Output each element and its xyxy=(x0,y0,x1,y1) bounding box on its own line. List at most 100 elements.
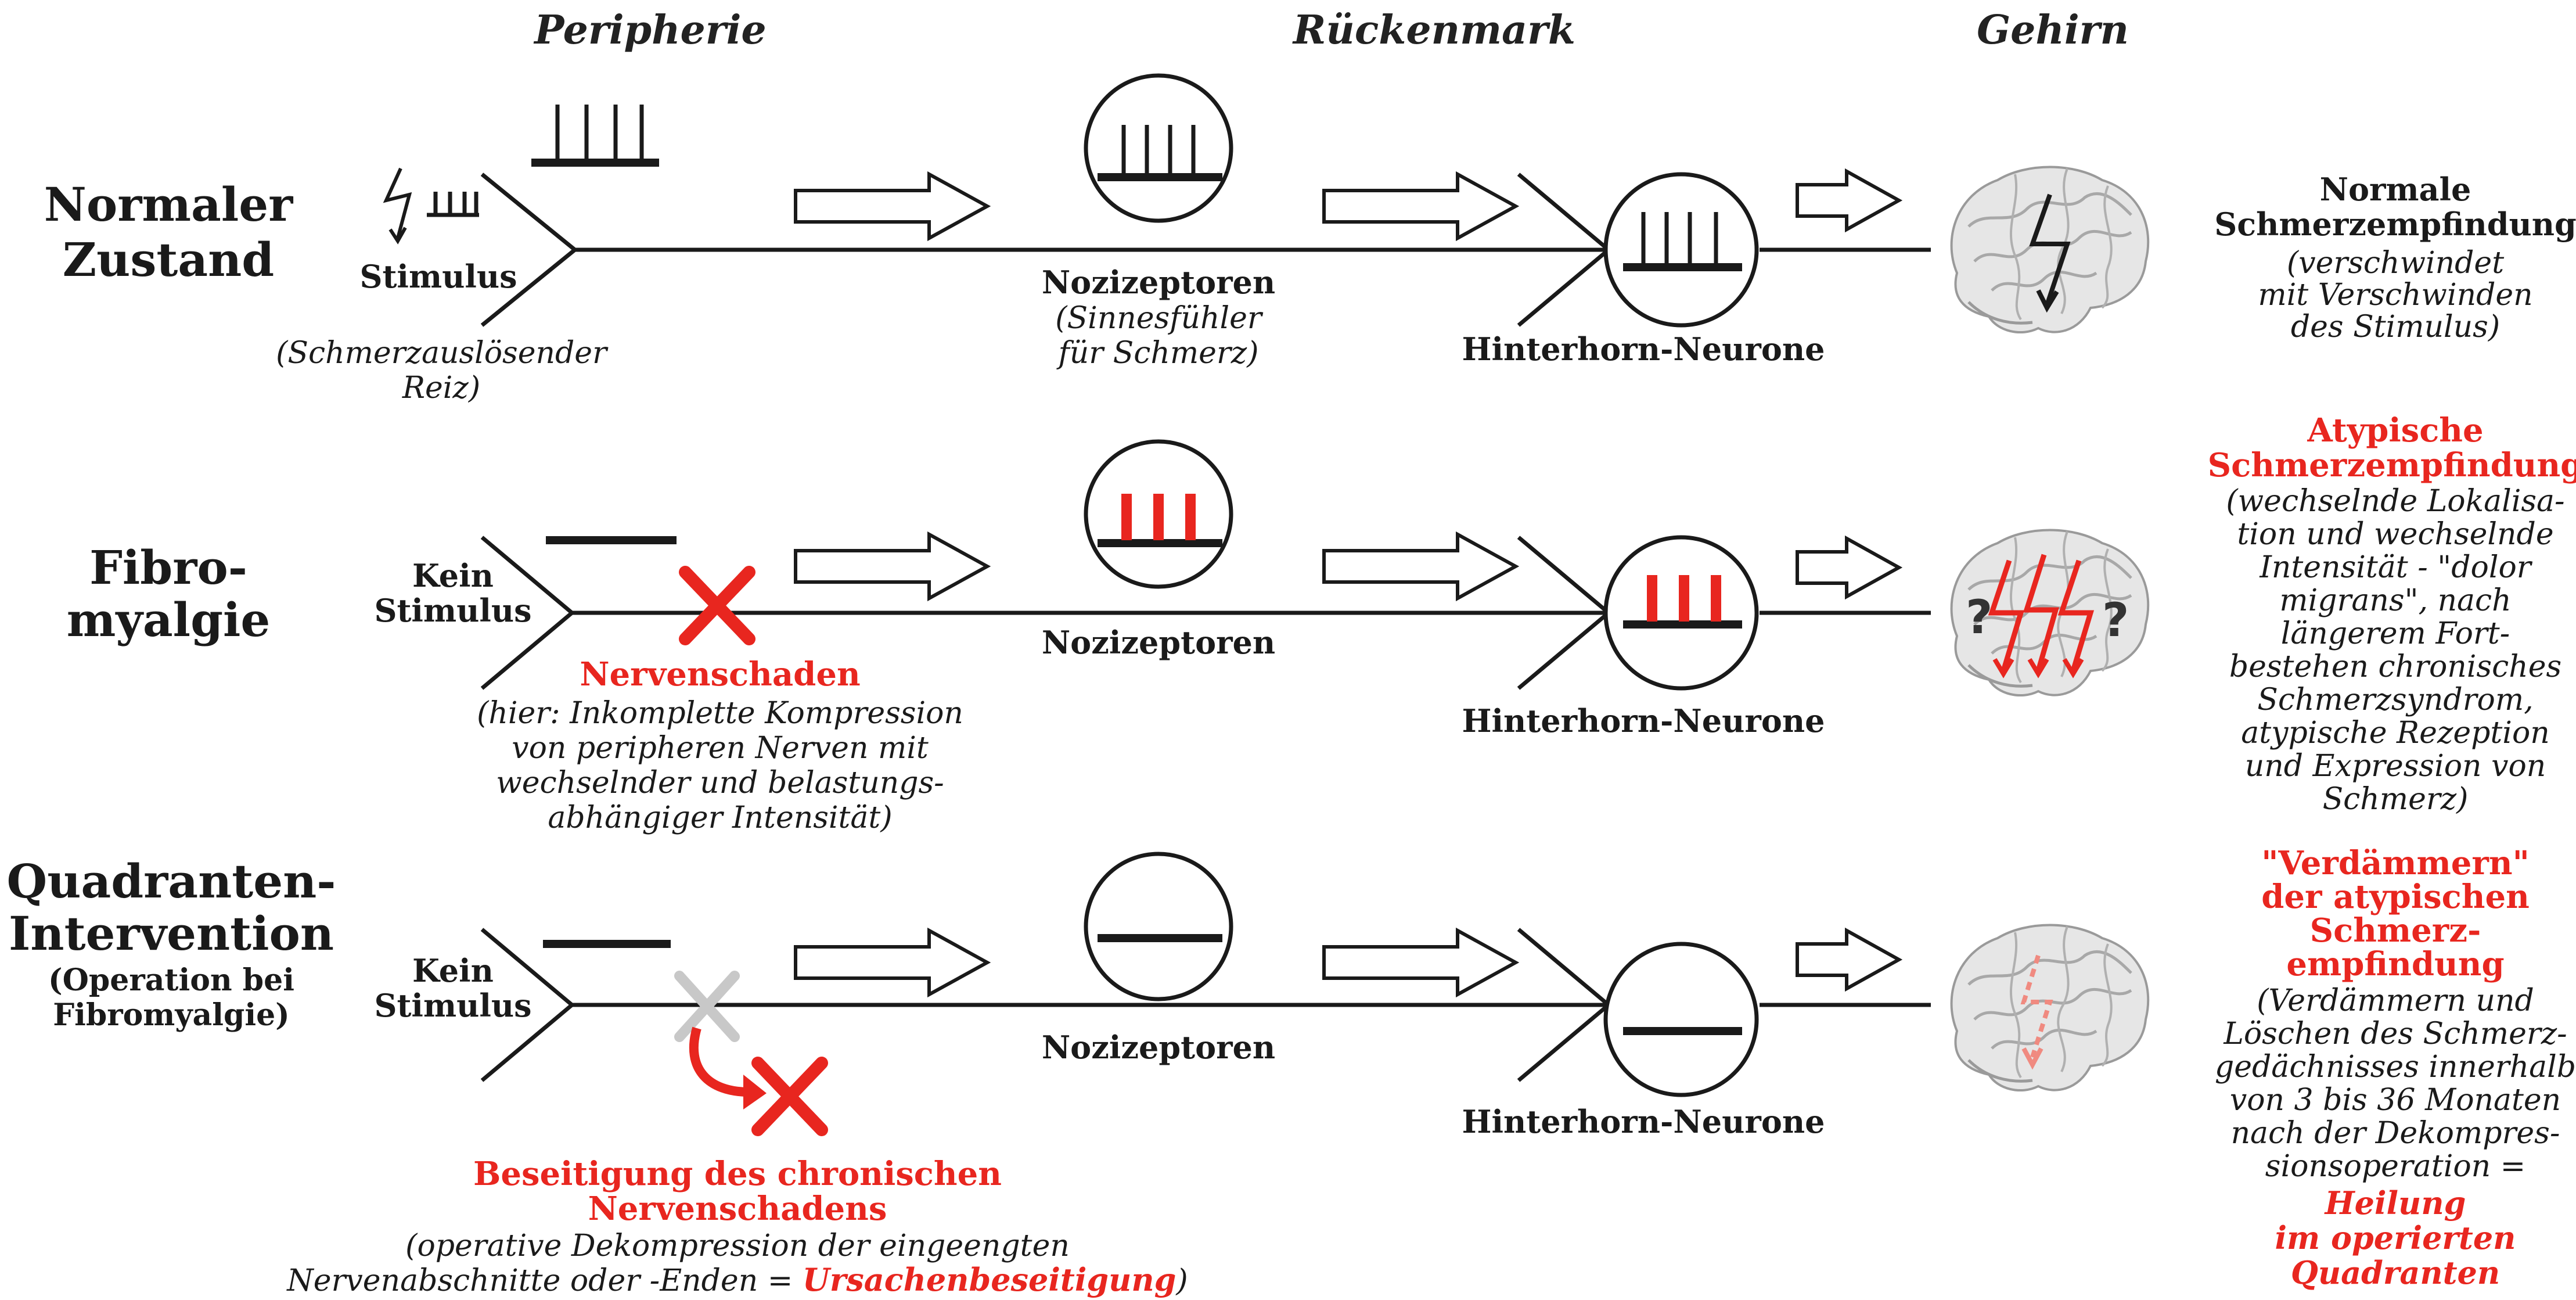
stimulus-label: Stimulus xyxy=(359,258,517,295)
result-desc-quadrant-2: Löschen des Schmerz- xyxy=(2223,1017,2567,1051)
result-desc-quadrant-1: (Verdämmern und xyxy=(2257,983,2534,1018)
row-title-quadrant-1: Quadranten- xyxy=(7,854,336,908)
nerve-fiber-normal xyxy=(480,173,1931,327)
arrow-right-icon xyxy=(1322,927,1520,998)
nerve-damage-x-icon xyxy=(679,566,755,645)
nerve-damage-desc-2: von peripheren Nerven mit xyxy=(512,731,929,766)
result-desc-fibro-3: Intensität - "dolor xyxy=(2259,550,2532,585)
dorsal-horn-label: Hinterhorn-Neurone xyxy=(1462,1103,1825,1140)
no-stimulus-label-2: Stimulus xyxy=(374,987,531,1024)
result-desc-quadrant-3: gedächnisses innerhalb xyxy=(2215,1050,2576,1084)
stimulus-desc-1: (Schmerzauslösender xyxy=(276,336,609,371)
result-desc-fibro-4: migrans", nach xyxy=(2279,583,2511,618)
result-title-quadrant-2: der atypischen xyxy=(2261,878,2530,916)
result-heal-2: im operierten xyxy=(2275,1219,2516,1256)
nerve-fiber-quadrant xyxy=(480,928,1931,1082)
result-title-quadrant-4: empfindung xyxy=(2286,945,2504,983)
arrow-right-icon xyxy=(794,531,991,602)
column-heading-peripherie: Peripherie xyxy=(533,7,766,53)
removal-title-2: Nervenschadens xyxy=(588,1190,887,1228)
row-subtitle-quadrant-2: Fibromyalgie) xyxy=(53,997,290,1033)
arrow-right-icon xyxy=(1322,171,1520,242)
nerve-damage-desc-3: wechselnder und belastungs- xyxy=(496,766,944,800)
removal-desc-2: Nervenabschnitte oder -Enden = Ursachenb… xyxy=(286,1261,1188,1298)
result-desc-fibro-7: Schmerzsyndrom, xyxy=(2257,683,2533,717)
row-quadrant-intervention: Quadranten- Intervention (Operation bei … xyxy=(7,844,2576,1298)
row-title-fibro-1: Fibro- xyxy=(89,540,247,595)
removal-desc-2c: ) xyxy=(1175,1263,1188,1298)
nociceptor-circle-normal xyxy=(1084,73,1233,223)
result-desc-fibro-10: Schmerz) xyxy=(2323,782,2469,817)
row-title-fibro-2: myalgie xyxy=(67,592,271,647)
nociceptor-desc-1: (Sinnesfühler xyxy=(1055,301,1264,336)
row-title-quadrant-2: Intervention xyxy=(9,906,334,961)
row-title-normal-2: Zustand xyxy=(63,232,275,287)
no-stimulus-label-1: Kein xyxy=(412,952,494,989)
nerve-damage-desc-4: abhängiger Intensität) xyxy=(548,800,892,835)
result-title-normal-1: Normale xyxy=(2320,171,2471,208)
result-heal-3: Quadranten xyxy=(2291,1254,2500,1291)
removal-desc-1: (operative Dekompression der eingeengten xyxy=(405,1229,1070,1263)
row-title-normal-1: Normaler xyxy=(44,177,293,232)
dorsal-horn-circle-fibro xyxy=(1603,535,1759,691)
result-desc-fibro-5: längerem Fort- xyxy=(2281,616,2510,651)
brain-icon xyxy=(1952,167,2149,333)
brain-atypical-pain-icon: ? ? xyxy=(1952,530,2149,696)
row-fibromyalgia: Fibro- myalgie Kein Stimulus Nervenschad… xyxy=(67,411,2576,835)
result-desc-normal-1: (verschwindet xyxy=(2287,246,2504,281)
nerve-damage-label: Nervenschaden xyxy=(580,655,860,694)
arrow-right-icon xyxy=(1322,531,1520,602)
result-title-quadrant-1: "Verdämmern" xyxy=(2261,844,2530,882)
nerve-fiber-fibro xyxy=(480,536,1931,690)
result-desc-normal-2: mit Verschwinden xyxy=(2258,278,2532,313)
result-desc-quadrant-6: sionsoperation = xyxy=(2265,1149,2525,1184)
result-title-quadrant-3: Schmerz- xyxy=(2310,911,2481,950)
nociceptor-desc-2: für Schmerz) xyxy=(1056,336,1259,371)
nociceptor-circle-quadrant xyxy=(1084,852,1233,1001)
result-desc-quadrant-4: von 3 bis 36 Monaten xyxy=(2230,1083,2561,1118)
result-desc-fibro-1: (wechselnde Lokalisa- xyxy=(2226,484,2564,519)
nerve-damage-desc-1: (hier: Inkomplette Kompression xyxy=(477,696,963,731)
result-desc-quadrant-5: nach der Dekompres- xyxy=(2231,1116,2560,1151)
result-title-fibro-1: Atypische xyxy=(2307,411,2483,450)
result-title-fibro-2: Schmerzempfindung xyxy=(2208,446,2576,484)
result-desc-normal-3: des Stimulus) xyxy=(2291,310,2500,344)
result-desc-fibro-8: atypische Rezeption xyxy=(2241,716,2550,750)
nociceptor-label: Nozizeptoren xyxy=(1042,1029,1275,1066)
dorsal-horn-label: Hinterhorn-Neurone xyxy=(1462,702,1825,739)
result-heal-1: Heilung xyxy=(2324,1184,2466,1222)
svg-text:?: ? xyxy=(1966,590,1992,644)
result-desc-fibro-2: tion und wechselnde xyxy=(2237,517,2553,552)
dorsal-horn-label: Hinterhorn-Neurone xyxy=(1462,331,1825,368)
relocation-curved-arrow-icon xyxy=(689,1026,767,1109)
removal-desc-2a: Nervenabschnitte oder -Enden = xyxy=(286,1263,803,1298)
arrow-right-icon xyxy=(1796,535,1903,600)
no-stimulus-label-2: Stimulus xyxy=(374,592,531,629)
column-heading-rueckenmark: Rückenmark xyxy=(1292,7,1575,53)
arrow-right-icon xyxy=(794,171,991,242)
result-desc-fibro-9: und Expression von xyxy=(2245,749,2546,784)
dorsal-horn-circle-normal xyxy=(1603,172,1759,328)
brain-fading-pain-icon xyxy=(1952,925,2149,1091)
column-heading-gehirn: Gehirn xyxy=(1977,7,2129,53)
nociceptor-circle-fibro xyxy=(1084,439,1233,589)
nociceptor-label: Nozizeptoren xyxy=(1042,264,1275,301)
arrow-right-icon xyxy=(1796,927,1903,992)
action-potential-peripheral xyxy=(531,105,659,167)
row-subtitle-quadrant-1: (Operation bei xyxy=(48,963,294,998)
removal-desc-2b: Ursachenbeseitigung xyxy=(803,1261,1177,1298)
stimulus-desc-2: Reiz) xyxy=(402,371,480,405)
stimulus-lightning-icon xyxy=(383,167,479,245)
removal-title-1: Beseitigung des chronischen xyxy=(473,1155,1002,1193)
no-stimulus-label-1: Kein xyxy=(412,557,494,594)
nociceptor-label: Nozizeptoren xyxy=(1042,624,1275,661)
dorsal-horn-circle-quadrant xyxy=(1603,942,1759,1097)
removed-damage-x-icon xyxy=(674,971,740,1042)
arrow-right-icon xyxy=(1796,168,1903,233)
result-desc-fibro-6: bestehen chronisches xyxy=(2229,649,2561,684)
result-title-normal-2: Schmerzempfindung xyxy=(2214,206,2576,243)
arrow-right-icon xyxy=(794,927,991,998)
row-normal: Normaler Zustand xyxy=(44,73,2576,405)
decompression-x-icon xyxy=(751,1057,828,1136)
svg-text:?: ? xyxy=(2102,593,2129,647)
